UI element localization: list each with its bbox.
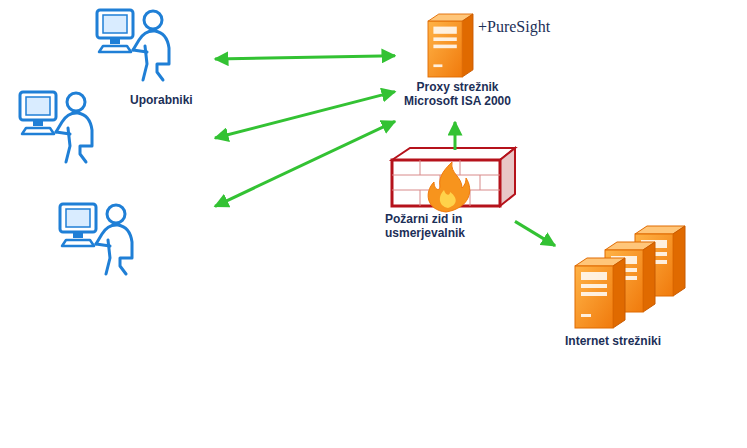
user-computer-icon [60, 204, 132, 274]
node-label: Uporabniki [130, 93, 193, 107]
internet-servers-node: Internet strežniki [555, 222, 695, 352]
network-link [215, 121, 395, 206]
node-note: +PureSight [478, 18, 550, 36]
users-group: Uporabniki [10, 5, 215, 285]
network-link [215, 56, 395, 59]
proxy-server-node: Proxy strežnik Microsoft ISA 2000 +PureSi… [395, 12, 570, 122]
internet-servers-icon [575, 226, 685, 328]
node-label: Požarni zid in usmerjevalnik [385, 212, 485, 240]
firewall-icon [392, 148, 515, 212]
network-link [515, 221, 555, 245]
user-computer-icon [97, 10, 169, 80]
network-link [454, 122, 457, 150]
network-link [215, 92, 395, 138]
node-label: Internet strežniki [565, 334, 661, 348]
user-computer-icon [20, 92, 92, 162]
firewall-router-node: Požarni zid in usmerjevalnik [385, 150, 515, 250]
proxy-server-icon [428, 14, 473, 77]
node-label: Proxy strežnik Microsoft ISA 2000 [395, 80, 520, 108]
